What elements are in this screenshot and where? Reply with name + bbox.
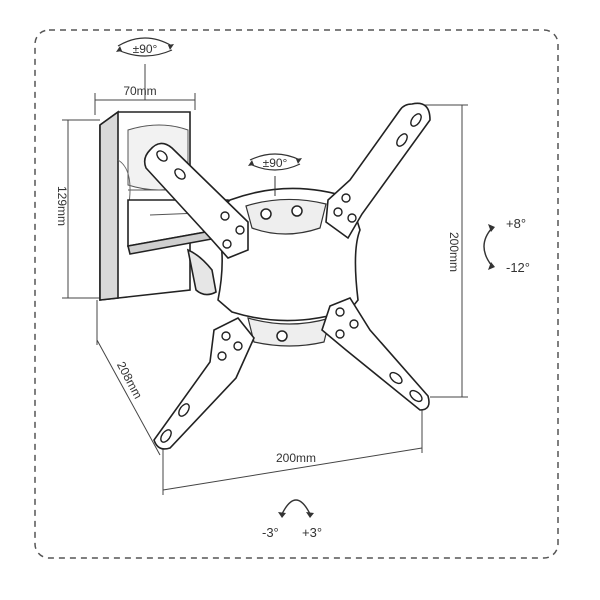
- rotate-arrow-icon: [248, 153, 302, 196]
- vesa-horizontal-label: 200mm: [276, 451, 316, 465]
- depth-label: 70mm: [123, 84, 156, 98]
- extension-dimension: [96, 300, 161, 456]
- bracket-upper-right: [325, 102, 431, 240]
- rotate-center-label: ±90°: [263, 156, 288, 170]
- tilt-down-label: -12°: [506, 260, 530, 275]
- tilt-arrow-icon: [483, 224, 495, 270]
- level-left-label: -3°: [262, 525, 279, 540]
- height-label: 129mm: [55, 186, 69, 226]
- level-arrow-icon: [278, 499, 314, 518]
- level-right-label: +3°: [302, 525, 322, 540]
- tilt-up-label: +8°: [506, 216, 526, 231]
- swivel-top-label: ±90°: [133, 42, 158, 56]
- vesa-horizontal-dimension: [162, 405, 423, 495]
- depth-dimension: [94, 64, 196, 115]
- bracket-upper-left: [143, 142, 249, 259]
- vesa-vertical-dimension: [425, 104, 468, 398]
- swivel-arrow-icon: [116, 37, 174, 57]
- vesa-vertical-label: 200mm: [447, 232, 461, 272]
- center-plate: [213, 187, 361, 347]
- bracket-lower-left: [153, 316, 255, 450]
- dashed-frame: [34, 29, 559, 559]
- height-dimension: [62, 119, 100, 299]
- bracket-lower-right: [321, 297, 430, 411]
